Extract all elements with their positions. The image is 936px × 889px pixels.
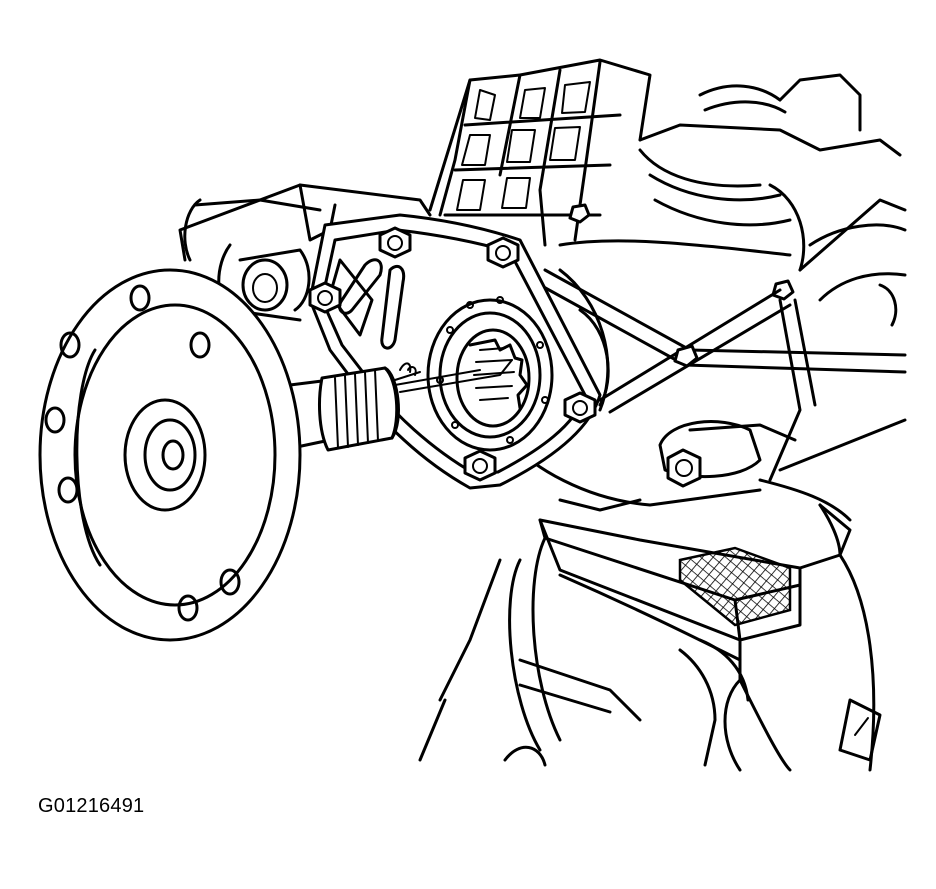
flange-bolts — [308, 226, 797, 488]
companion-flange — [38, 268, 302, 642]
extension-housing-flange — [308, 213, 602, 490]
ribbed-case-housing — [428, 58, 907, 327]
support-struts — [538, 268, 907, 482]
figure-id-label: G01216491 — [38, 795, 145, 817]
bench-vise — [418, 418, 907, 772]
